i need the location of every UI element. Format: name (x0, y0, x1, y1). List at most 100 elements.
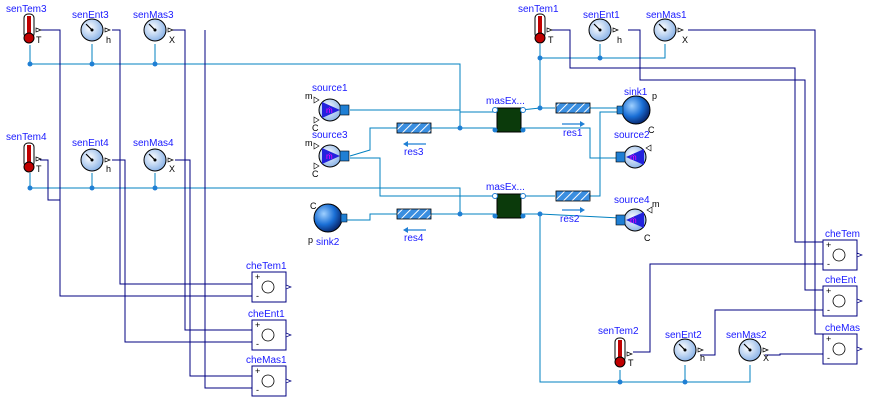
cheTem-label: cheTem (825, 229, 861, 240)
cheTem1-plus: + (255, 272, 261, 282)
senEnt4-port: h (106, 164, 112, 174)
res4-label: res4 (404, 233, 424, 244)
cheMas-plus: + (826, 334, 832, 344)
svg-text:ṁ: ṁ (326, 106, 333, 115)
senMas1-port: X (682, 35, 689, 45)
masEx1-icon[interactable] (492, 107, 526, 133)
source3-icon[interactable]: ṁ (313, 142, 350, 170)
senEnt2-icon[interactable] (673, 338, 704, 362)
cheEnt-plus: + (826, 286, 832, 296)
senEnt1-port: h (617, 35, 623, 45)
senTem4-label: senTem4 (6, 132, 47, 143)
sink1-port-c: C (648, 125, 655, 135)
senTem1-label: senTem1 (518, 4, 559, 15)
senTem1-icon[interactable] (534, 13, 553, 44)
senMas3-port: X (169, 35, 176, 45)
senTem2-port: T (628, 358, 634, 368)
cheMas-label: cheMas (825, 323, 861, 334)
cheMas1-plus: + (255, 366, 261, 376)
masEx2-label: masEx... (486, 182, 525, 193)
res4-icon[interactable] (396, 208, 432, 233)
senMas4-label: senMas4 (133, 138, 174, 149)
junctions (27, 55, 688, 385)
cheTem-plus: + (826, 240, 832, 250)
source1-label: source1 (312, 83, 348, 94)
senEnt4-label: senEnt4 (72, 138, 109, 149)
cheMas-icon[interactable] (822, 333, 863, 365)
source3-label: source3 (312, 130, 348, 141)
source3-port-c: C (312, 169, 319, 179)
cheMas-minus: - (827, 353, 830, 363)
signal-wires (40, 29, 823, 389)
svg-text:ṁ: ṁ (630, 216, 637, 225)
senEnt3-port: h (106, 35, 112, 45)
source1-port-c: C (312, 123, 319, 133)
sink2-port-p: p (308, 235, 314, 245)
cheEnt-minus: - (827, 305, 830, 315)
cheTem-icon[interactable] (822, 239, 863, 271)
senMas1-label: senMas1 (646, 10, 687, 21)
masEx2-icon[interactable] (492, 193, 526, 219)
res1-icon[interactable] (555, 102, 591, 127)
sink2-label: sink2 (316, 237, 340, 248)
senEnt4-icon[interactable] (80, 148, 111, 172)
sink1-port-p: p (652, 91, 658, 101)
sink2-icon[interactable] (313, 203, 348, 233)
senEnt1-icon[interactable] (588, 18, 619, 42)
cheEnt1-icon[interactable] (251, 319, 292, 351)
senTem3-icon[interactable] (23, 13, 42, 44)
senEnt2-label: senEnt2 (665, 330, 702, 341)
source4-port-m: m (652, 199, 660, 209)
cheEnt1-minus: - (256, 339, 259, 349)
cheTem1-icon[interactable] (251, 271, 292, 303)
senTem4-port: T (36, 164, 42, 174)
source1-port-m: m (305, 91, 313, 101)
cheTem1-minus: - (256, 291, 259, 301)
sink2-port-c: C (310, 201, 317, 211)
source2-label: source2 (614, 130, 650, 141)
fluid-wires (29, 44, 751, 383)
svg-text:ṁ: ṁ (326, 152, 333, 161)
res3-icon[interactable] (396, 122, 432, 147)
senMas4-icon[interactable] (143, 148, 174, 172)
senEnt2-port: h (700, 353, 706, 363)
senTem3-port: T (36, 35, 42, 45)
senMas4-port: X (169, 164, 176, 174)
senMas2-port: X (763, 353, 770, 363)
res3-label: res3 (404, 147, 424, 158)
sink1-icon[interactable] (616, 95, 651, 125)
source3-port-m: m (305, 138, 313, 148)
senTem4-icon[interactable] (23, 142, 42, 173)
senMas1-icon[interactable] (653, 18, 684, 42)
senMas3-label: senMas3 (133, 10, 174, 21)
senEnt3-icon[interactable] (80, 18, 111, 42)
res2-label: res2 (560, 214, 580, 225)
source4-port-c: C (644, 233, 651, 243)
cheMas1-label: cheMas1 (246, 355, 287, 366)
sink1-label: sink1 (624, 87, 648, 98)
senMas3-icon[interactable] (143, 18, 174, 42)
cheMas1-icon[interactable] (251, 365, 292, 397)
res2-icon[interactable] (555, 190, 591, 213)
cheEnt1-plus: + (255, 320, 261, 330)
source4-label: source4 (614, 195, 650, 206)
cheEnt-label: cheEnt (825, 275, 857, 286)
senTem2-icon[interactable] (614, 337, 633, 368)
source1-icon[interactable]: ṁ (313, 96, 350, 124)
senTem1-port: T (548, 35, 554, 45)
senEnt3-label: senEnt3 (72, 10, 109, 21)
senMas2-label: senMas2 (726, 330, 767, 341)
senTem3-label: senTem3 (6, 4, 47, 15)
source2-icon[interactable]: ṁ (615, 144, 652, 169)
senEnt1-label: senEnt1 (583, 10, 620, 21)
source4-icon[interactable]: ṁ (615, 206, 653, 232)
cheMas1-minus: - (256, 385, 259, 395)
svg-text:ṁ: ṁ (630, 153, 637, 162)
res1-label: res1 (563, 128, 583, 139)
cheEnt-icon[interactable] (822, 285, 863, 317)
cheEnt1-label: cheEnt1 (248, 309, 285, 320)
cheTem-minus: - (827, 259, 830, 269)
senMas2-icon[interactable] (738, 338, 769, 362)
cheTem1-label: cheTem1 (246, 261, 287, 272)
